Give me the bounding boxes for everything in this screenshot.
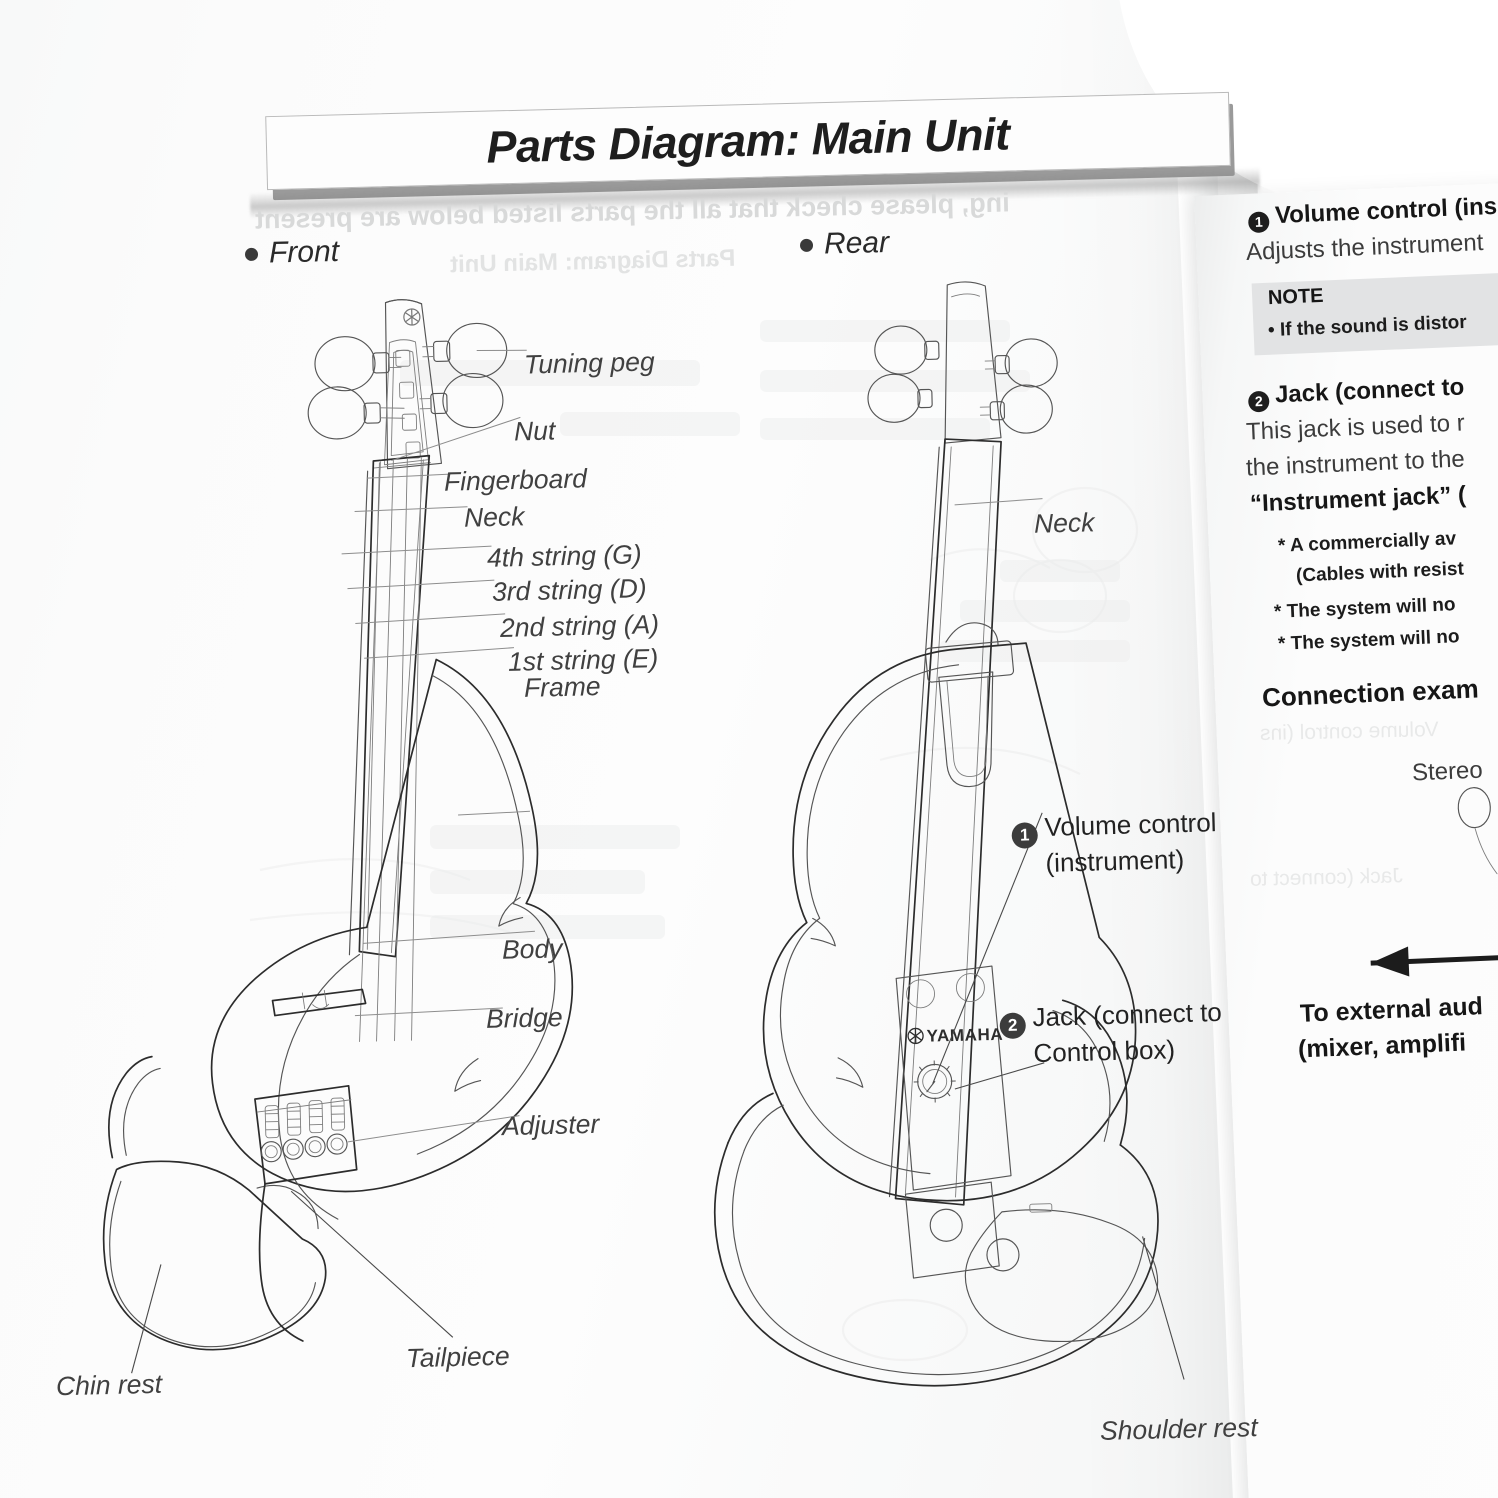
right-page-bleed-2: Jack (connect to <box>1249 864 1404 891</box>
yamaha-logo: YAMAHA <box>907 1025 1003 1046</box>
rear-tuning-peg-left-upper <box>874 325 940 375</box>
strings-group <box>359 457 422 1042</box>
tuning-peg-right-lower <box>419 372 504 429</box>
rear-tuning-peg-left-lower <box>867 373 933 423</box>
rear-control-plate: YAMAHA <box>895 965 1012 1279</box>
shoulder-rest-part <box>713 999 1159 1387</box>
adjuster-group <box>260 1097 348 1163</box>
rear-neck-bracket <box>924 622 1015 788</box>
leader-lines-rear <box>932 498 1185 1380</box>
svg-text:YAMAHA: YAMAHA <box>926 1025 1003 1046</box>
right-page-bleed-1: Volume control (ins <box>1259 717 1439 746</box>
tuning-fork-mark-icon <box>403 308 421 326</box>
plug-icon <box>1457 787 1491 829</box>
rear-tuning-peg-right-upper <box>984 338 1058 388</box>
tuning-peg-left-upper <box>314 336 402 392</box>
chin-rest-part <box>102 1055 327 1351</box>
rear-tuning-peg-right-lower <box>979 384 1053 434</box>
tuning-peg-left-lower <box>307 386 405 440</box>
left-arrow-icon <box>1370 946 1498 977</box>
tuning-peg-right-upper <box>422 322 508 379</box>
tailpiece-part <box>254 1084 358 1185</box>
bridge-part <box>271 988 367 1017</box>
leader-lines-front <box>131 349 535 1374</box>
